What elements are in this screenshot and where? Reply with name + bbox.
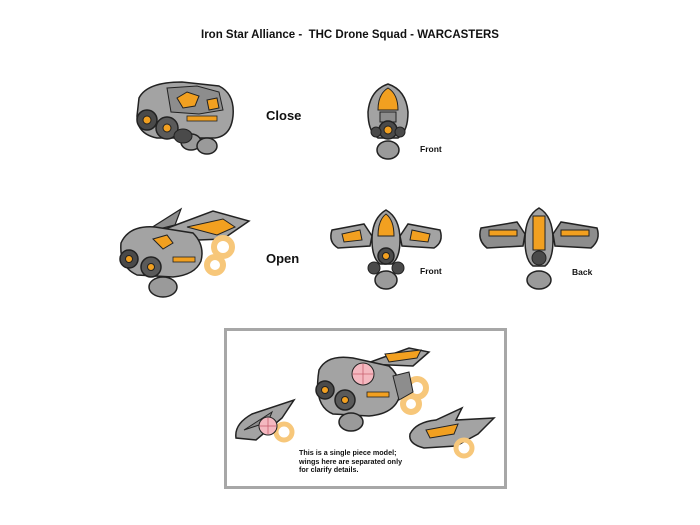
close-label: Close [266, 108, 302, 123]
detail-body-illustration [315, 347, 431, 432]
drone-open-back-illustration [479, 207, 599, 290]
drone-open-side-illustration [119, 207, 251, 298]
detail-wing-right-illustration [409, 406, 496, 459]
detail-wing-left-illustration [235, 398, 296, 443]
detail-note: This is a single piece model; wings here… [299, 448, 439, 475]
note-line: for clarify details. [299, 465, 359, 475]
page-title: Iron Star Alliance - THC Drone Squad - W… [201, 29, 499, 41]
drone-closed-side-illustration [136, 81, 234, 155]
closed-front-label: Front [420, 144, 442, 154]
back-label: Back [572, 267, 593, 277]
open-front-label: Front [420, 266, 442, 276]
open-label: Open [266, 251, 300, 266]
drone-closed-front-illustration [367, 83, 409, 160]
note-line: This is a single piece model; [299, 448, 397, 457]
note-line: wings here are separated only [299, 456, 403, 466]
detail-frame [224, 328, 507, 489]
drone-open-front-illustration [330, 209, 442, 290]
